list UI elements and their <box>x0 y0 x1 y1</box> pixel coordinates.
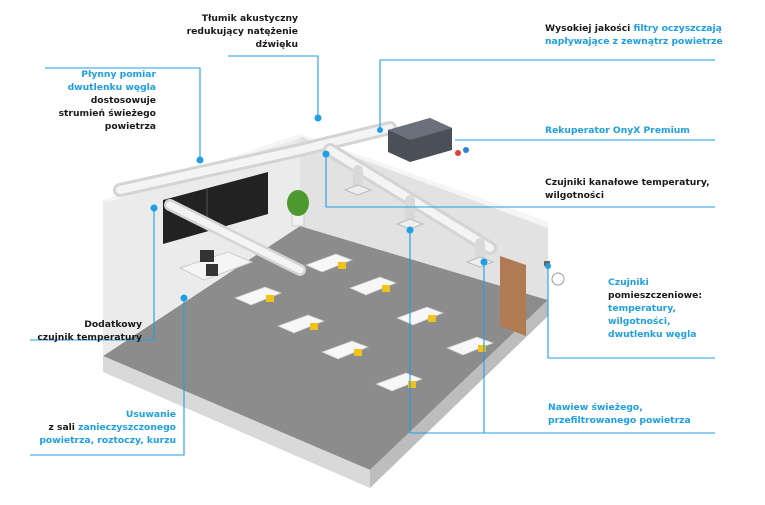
label-line: dwutlenku węgla <box>67 82 156 93</box>
student-desks <box>233 253 495 392</box>
label-line: wilgotności, <box>608 316 671 327</box>
label-line: Usuwanie <box>125 409 176 420</box>
label-text: Wysokiej jakości <box>545 23 634 34</box>
label-line: strumień świeżego <box>58 108 156 119</box>
teacher-chair <box>206 264 218 276</box>
label-extra-sensor: Dodatkowy czujnik temperatury <box>20 318 142 344</box>
label-line: Czujniki <box>608 277 649 288</box>
label-removal: Usuwanie z sali zanieczyszczonego powiet… <box>16 408 176 447</box>
diffuser <box>395 218 425 230</box>
plant <box>287 190 309 216</box>
label-filters: Wysokiej jakości filtry oczyszczają napł… <box>545 22 760 48</box>
label-line: dźwięku <box>255 39 298 50</box>
label-line: dwutlenku węgla <box>608 329 697 340</box>
label-line: wilgotności <box>545 190 604 201</box>
label-line: napływające z zewnątrz powietrze <box>545 36 723 47</box>
floor-edge-right <box>370 300 548 488</box>
label-line: powietrza, roztoczy, kurzu <box>39 435 176 446</box>
label-line: pomieszczeniowe: <box>608 290 703 301</box>
label-line: przefiltrowanego powietrza <box>548 415 691 426</box>
label-line: Wysokiej jakości filtry oczyszczają <box>545 22 760 35</box>
label-line: redukujący natężenie <box>186 26 298 37</box>
diffuser <box>465 256 495 268</box>
student-chairs <box>266 262 486 388</box>
label-line: Płynny pomiar <box>81 69 156 80</box>
label-recuperator: Rekuperator OnyX Premium <box>545 125 690 136</box>
label-line: dostosowuje <box>90 95 156 106</box>
diffuser <box>343 184 373 196</box>
floor-edge <box>103 356 370 488</box>
wall-clock <box>551 272 565 286</box>
label-line: Dodatkowy <box>84 319 142 330</box>
monitor <box>200 250 214 262</box>
label-text: z sali <box>48 422 79 433</box>
right-wall-top <box>300 134 548 228</box>
label-line: Czujniki kanałowe temperatury, <box>545 177 710 188</box>
label-co2: Płynny pomiar dwutlenku węgla dostosowuj… <box>36 68 156 133</box>
door <box>500 256 526 336</box>
label-text: zanieczyszczonego <box>78 422 176 433</box>
label-fresh-air: Nawiew świeżego, przefiltrowanego powiet… <box>548 401 748 427</box>
blackboard <box>163 172 268 244</box>
label-line: temperatury, <box>608 303 676 314</box>
label-line: powietrza <box>104 121 156 132</box>
floor <box>103 226 548 470</box>
label-silencer: Tłumik akustyczny redukujący natężenie d… <box>158 12 298 51</box>
callout-lines <box>30 55 715 456</box>
label-line: Nawiew świeżego, <box>548 402 643 413</box>
callout-dots <box>150 114 551 302</box>
label-room-sensors: Czujniki pomieszczeniowe: temperatury, w… <box>608 276 738 341</box>
label-line: z sali zanieczyszczonego <box>16 421 176 434</box>
label-line: Tłumik akustyczny <box>201 13 298 24</box>
label-text: filtry oczyszczają <box>633 23 722 34</box>
label-line: czujnik temperatury <box>37 332 142 343</box>
label-duct-sensors: Czujniki kanałowe temperatury, wilgotnoś… <box>545 176 755 202</box>
